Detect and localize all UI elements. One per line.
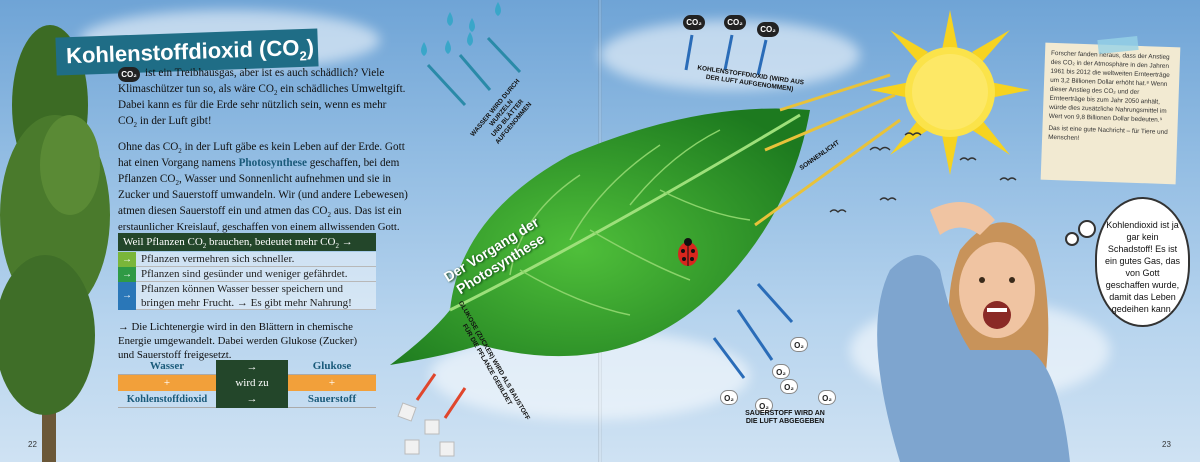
water-drops-icon xyxy=(421,2,522,107)
arrow-icon: → xyxy=(118,282,136,310)
light-energy-line-2: Energie umgewandelt. Dabei werden Glukos… xyxy=(118,335,358,347)
equation-left: Wasser + Kohlenstoffdioxid xyxy=(118,360,216,408)
photosynthesis-term: Photosynthese xyxy=(238,157,307,169)
page-number-right: 23 xyxy=(1162,440,1171,449)
thought-bubble: Kohlendioxid ist ja gar kein Schadstoff!… xyxy=(1095,197,1190,327)
benefits-table-header: Weil Pflanzen CO2 brauchen, bedeutet meh… xyxy=(118,233,376,251)
intro-line-3: Dabei kann es für die Erde sehr nützlich… xyxy=(118,99,387,111)
co2-cloud-icon: CO₂ xyxy=(118,67,140,82)
o2-bubble-icon: O₂ xyxy=(790,337,808,352)
body-line-2: hat einen Vorgang namens Photosynthese g… xyxy=(118,157,400,169)
benefits-row: →Pflanzen können Wasser besser speichern… xyxy=(118,282,376,310)
body-line-1: Ohne das CO2 in der Luft gäbe es kein Le… xyxy=(118,141,405,156)
glucose-arrows-icon xyxy=(397,373,467,457)
sunlight-arrows-icon xyxy=(754,73,901,227)
arrow-icon: → xyxy=(118,267,136,282)
equation-right: Glukose + Sauerstoff xyxy=(288,360,376,408)
light-energy-line-3: und Sauerstoff freigesetzt. xyxy=(118,349,232,361)
body-line-5: atmen diesen Sauerstoff ein und atmen da… xyxy=(118,205,402,220)
body-line-3: Pflanzen CO2, Wasser und Sonnenlicht auf… xyxy=(118,173,392,188)
girl-photo xyxy=(877,202,1070,462)
research-note: Forscher fanden heraus, dass der Anstieg… xyxy=(1040,42,1181,185)
oxygen-arrows-icon xyxy=(712,282,794,379)
equation-middle: → wird zu → xyxy=(216,360,288,408)
intro-line-4: CO2 in der Luft gibt! xyxy=(118,115,212,130)
cloud xyxy=(600,20,860,90)
thought-dot xyxy=(1065,232,1079,246)
ladybug-icon xyxy=(678,238,698,266)
o2-bubble-icon: O₂ xyxy=(772,364,790,379)
benefits-row: →Pflanzen vermehren sich schneller. xyxy=(118,252,376,267)
page-number-left: 22 xyxy=(28,440,37,449)
thought-dot xyxy=(1078,220,1096,238)
arrow-icon: → xyxy=(118,252,136,267)
o2-bubble-icon: O₂ xyxy=(818,390,836,405)
tree-image xyxy=(0,25,110,462)
benefits-row: →Pflanzen sind gesünder und weniger gefä… xyxy=(118,267,376,282)
co2-arrows-icon xyxy=(684,34,768,76)
co2-cloud-icon: CO₂ xyxy=(683,15,705,30)
co2-cloud-icon: CO₂ xyxy=(724,15,746,30)
o2-bubble-icon: O₂ xyxy=(780,379,798,394)
intro-line-2: Klimaschützer tun so, als wäre CO2 ein s… xyxy=(118,83,406,98)
o2-bubble-icon: O₂ xyxy=(720,390,738,405)
leaf-image xyxy=(390,108,810,365)
co2-cloud-icon: CO₂ xyxy=(757,22,779,37)
light-energy-line-1: → Die Lichtenergie wird in den Blättern … xyxy=(118,321,353,333)
birds-icon xyxy=(829,132,1017,213)
intro-line-1: ist ein Treibhausgas, aber ist es auch s… xyxy=(145,67,385,79)
o2-bubble-icon: O₂ xyxy=(755,398,773,413)
body-line-6: erstaunlicher Kreislauf, geschaffen von … xyxy=(118,221,400,233)
sun-icon xyxy=(870,10,1030,175)
body-line-4: Zucker und Sauerstoff umwandeln. Wir (un… xyxy=(118,189,408,201)
